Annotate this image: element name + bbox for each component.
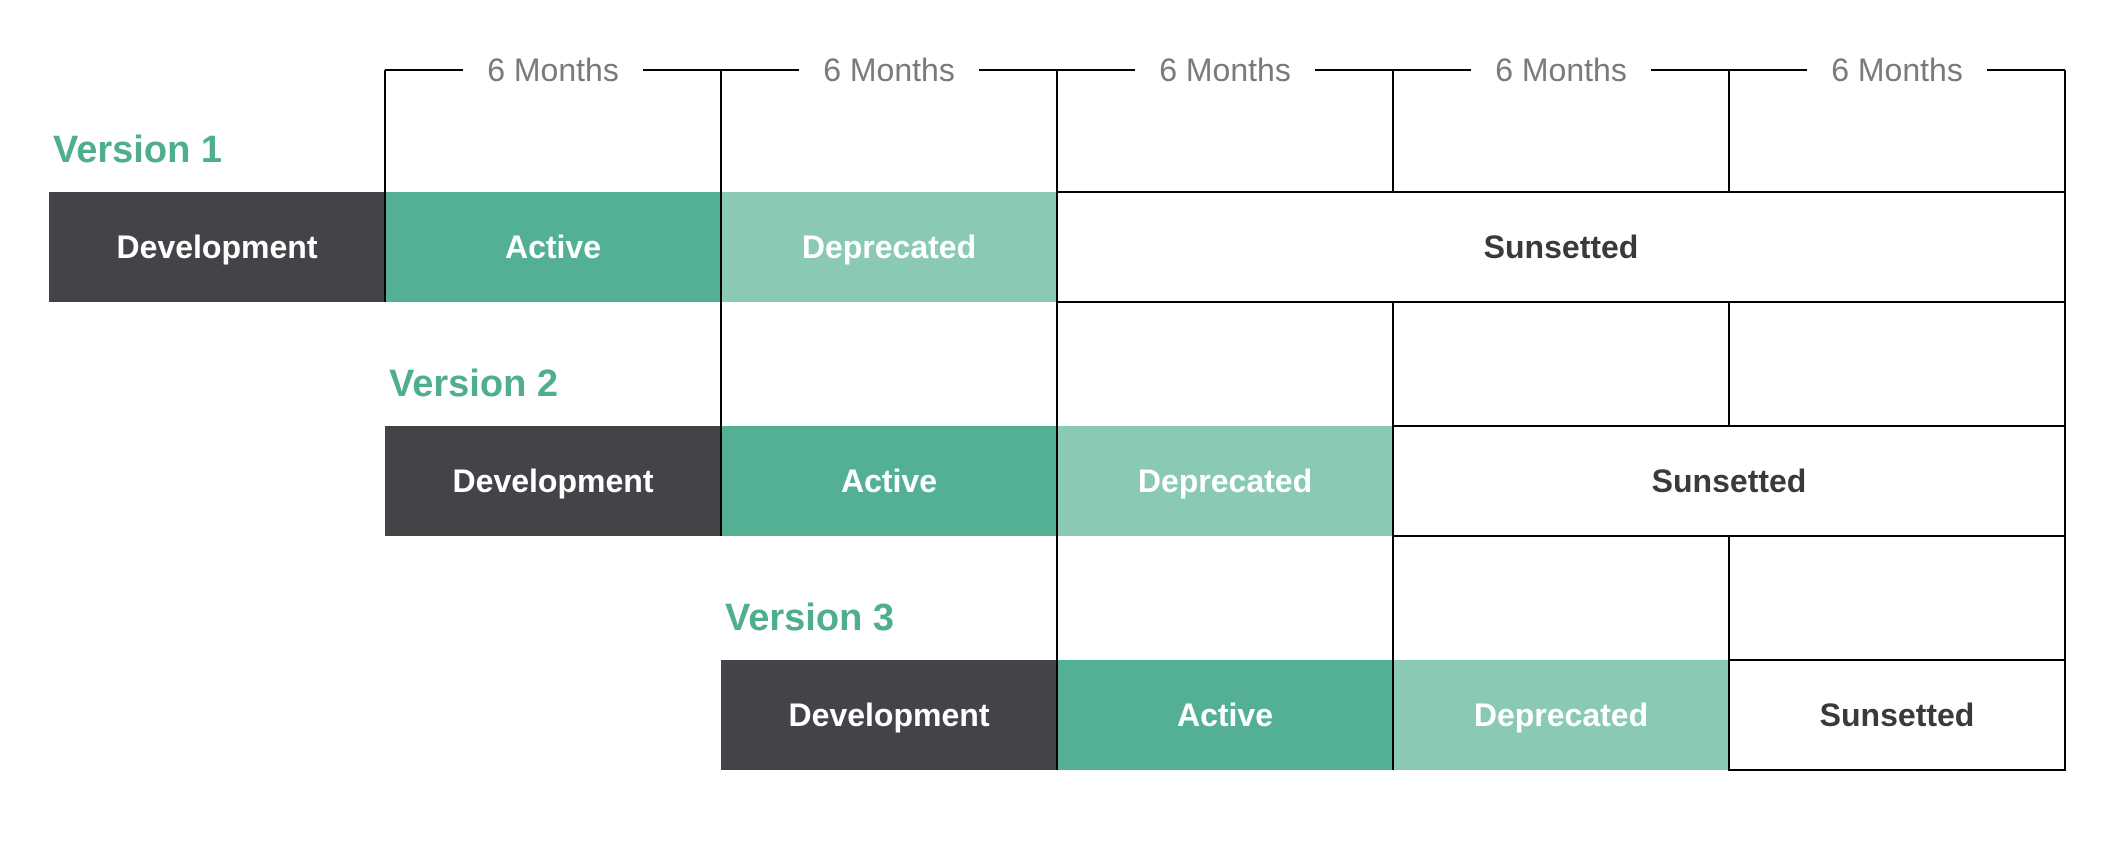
period-label: 6 Months — [487, 52, 619, 88]
version-row: Version 1 Development Active Deprecated Suns… — [49, 129, 2066, 303]
period-label: 6 Months — [1159, 52, 1291, 88]
phase-sunsetted-label: Sunsetted — [1652, 463, 1807, 499]
timeline-header: 6 Months 6 Months 6 Months 6 Months 6 Months — [385, 52, 2065, 88]
period-label: 6 Months — [1495, 52, 1627, 88]
phase-development-label: Development — [789, 697, 990, 733]
phase-deprecated-bar — [1393, 660, 1729, 770]
phase-active-bar — [385, 192, 721, 302]
period-label: 6 Months — [823, 52, 955, 88]
phase-deprecated-label: Deprecated — [1474, 697, 1648, 733]
phase-active-bar — [1057, 660, 1393, 770]
phase-sunsetted-label: Sunsetted — [1820, 697, 1975, 733]
phase-development-label: Development — [453, 463, 654, 499]
phase-sunsetted-bar — [1728, 659, 2066, 771]
version-title: Version 3 — [725, 597, 894, 639]
phase-development-bar — [385, 426, 721, 536]
phase-deprecated-label: Deprecated — [802, 229, 976, 265]
phase-sunsetted-bar — [1056, 191, 2066, 303]
phase-sunsetted-label: Sunsetted — [1484, 229, 1639, 265]
phase-deprecated-label: Deprecated — [1138, 463, 1312, 499]
phase-development-label: Development — [117, 229, 318, 265]
phase-active-label: Active — [841, 463, 937, 499]
version-row: Version 2 Development Active Deprecated Suns… — [385, 363, 2066, 537]
version-title: Version 1 — [53, 129, 222, 171]
phase-active-label: Active — [1177, 697, 1273, 733]
version-row: Version 3 Development Active Deprecated Suns… — [721, 597, 2066, 771]
timeline-grid — [384, 70, 2066, 660]
phase-development-bar — [49, 192, 385, 302]
phase-deprecated-bar — [1057, 426, 1393, 536]
phase-sunsetted-bar — [1392, 425, 2066, 537]
version-title: Version 2 — [389, 363, 558, 405]
period-label: 6 Months — [1831, 52, 1963, 88]
phase-deprecated-bar — [721, 192, 1057, 302]
phase-active-bar — [721, 426, 1057, 536]
phase-active-label: Active — [505, 229, 601, 265]
phase-development-bar — [721, 660, 1057, 770]
